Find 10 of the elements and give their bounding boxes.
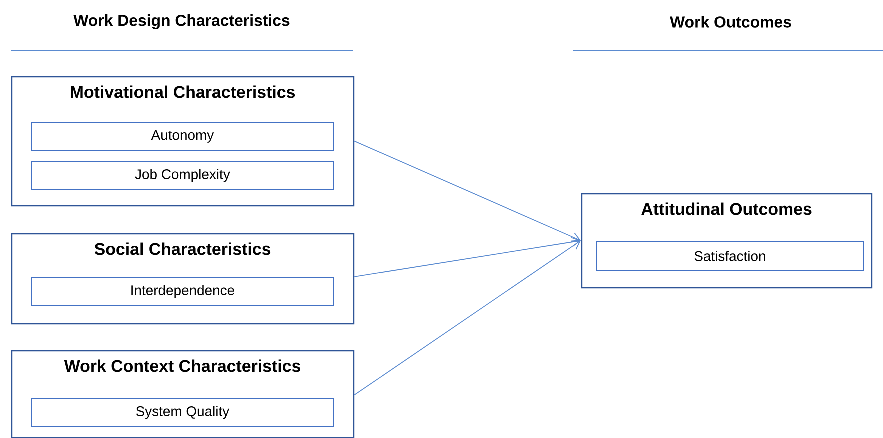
item-box: Satisfaction [596, 241, 864, 272]
arrow [354, 237, 581, 278]
item-box: Job Complexity [31, 161, 334, 190]
item-box: Autonomy [31, 122, 334, 152]
column-heading: Work Outcomes [670, 16, 792, 28]
column-heading: Work Design Characteristics [74, 14, 290, 30]
arrow [354, 240, 581, 396]
item-box: Interdependence [31, 277, 334, 306]
arrow [354, 140, 581, 242]
item-box: System Quality [31, 398, 334, 428]
